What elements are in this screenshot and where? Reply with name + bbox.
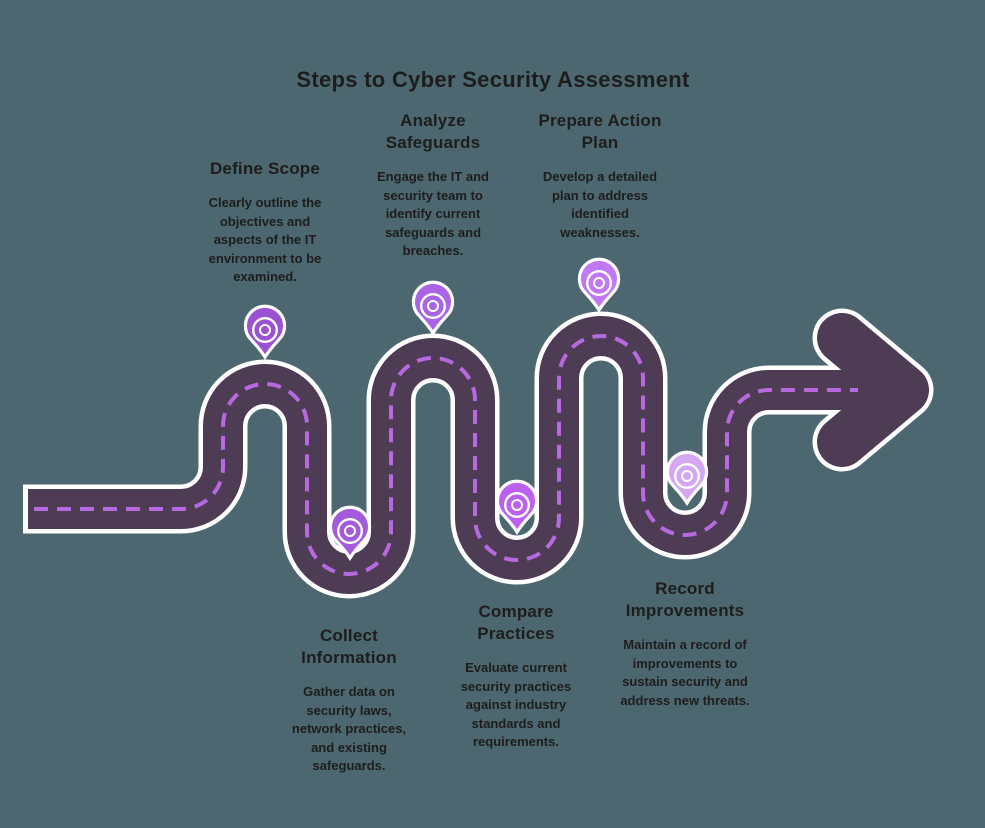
pin-record-improvements-icon [665,450,709,506]
step-prepare-action-plan: Prepare Action Plan Develop a detailed p… [515,110,685,242]
page-title: Steps to Cyber Security Assessment [296,66,690,92]
pin-define-scope-icon [243,304,287,360]
pin-analyze-safeguards-icon [411,280,455,336]
step-description: Engage the IT and security team to ident… [377,169,489,258]
step-analyze-safeguards: Analyze Safeguards Engage the IT and sec… [353,110,513,261]
road-lane-dashes [34,334,858,576]
step-title: Compare Practices [477,602,555,643]
step-title: Define Scope [209,159,321,178]
step-title: Collect Information [301,626,397,667]
step-description: Develop a detailed plan to address ident… [542,169,658,240]
arrow-head-icon [817,313,929,467]
step-title: Prepare Action Plan [538,111,662,152]
step-title: Analyze Safeguards [385,111,481,152]
step-compare-practices: Compare Practices Evaluate current secur… [436,601,596,752]
pin-prepare-action-plan-icon [577,257,621,313]
pin-collect-information-icon [328,505,372,561]
step-title: Record Improvements [625,579,745,620]
step-description: Evaluate current security practices agai… [460,660,572,749]
step-define-scope: Define Scope Clearly outline the objecti… [175,158,355,287]
step-record-improvements: Record Improvements Maintain a record of… [596,578,774,710]
step-description: Clearly outline the objectives and aspec… [208,195,322,284]
pin-compare-practices-icon [495,479,539,535]
step-description: Maintain a record of improvements to sus… [620,637,750,708]
step-description: Gather data on security laws, network pr… [291,684,407,773]
step-collect-information: Collect Information Gather data on secur… [264,625,434,776]
